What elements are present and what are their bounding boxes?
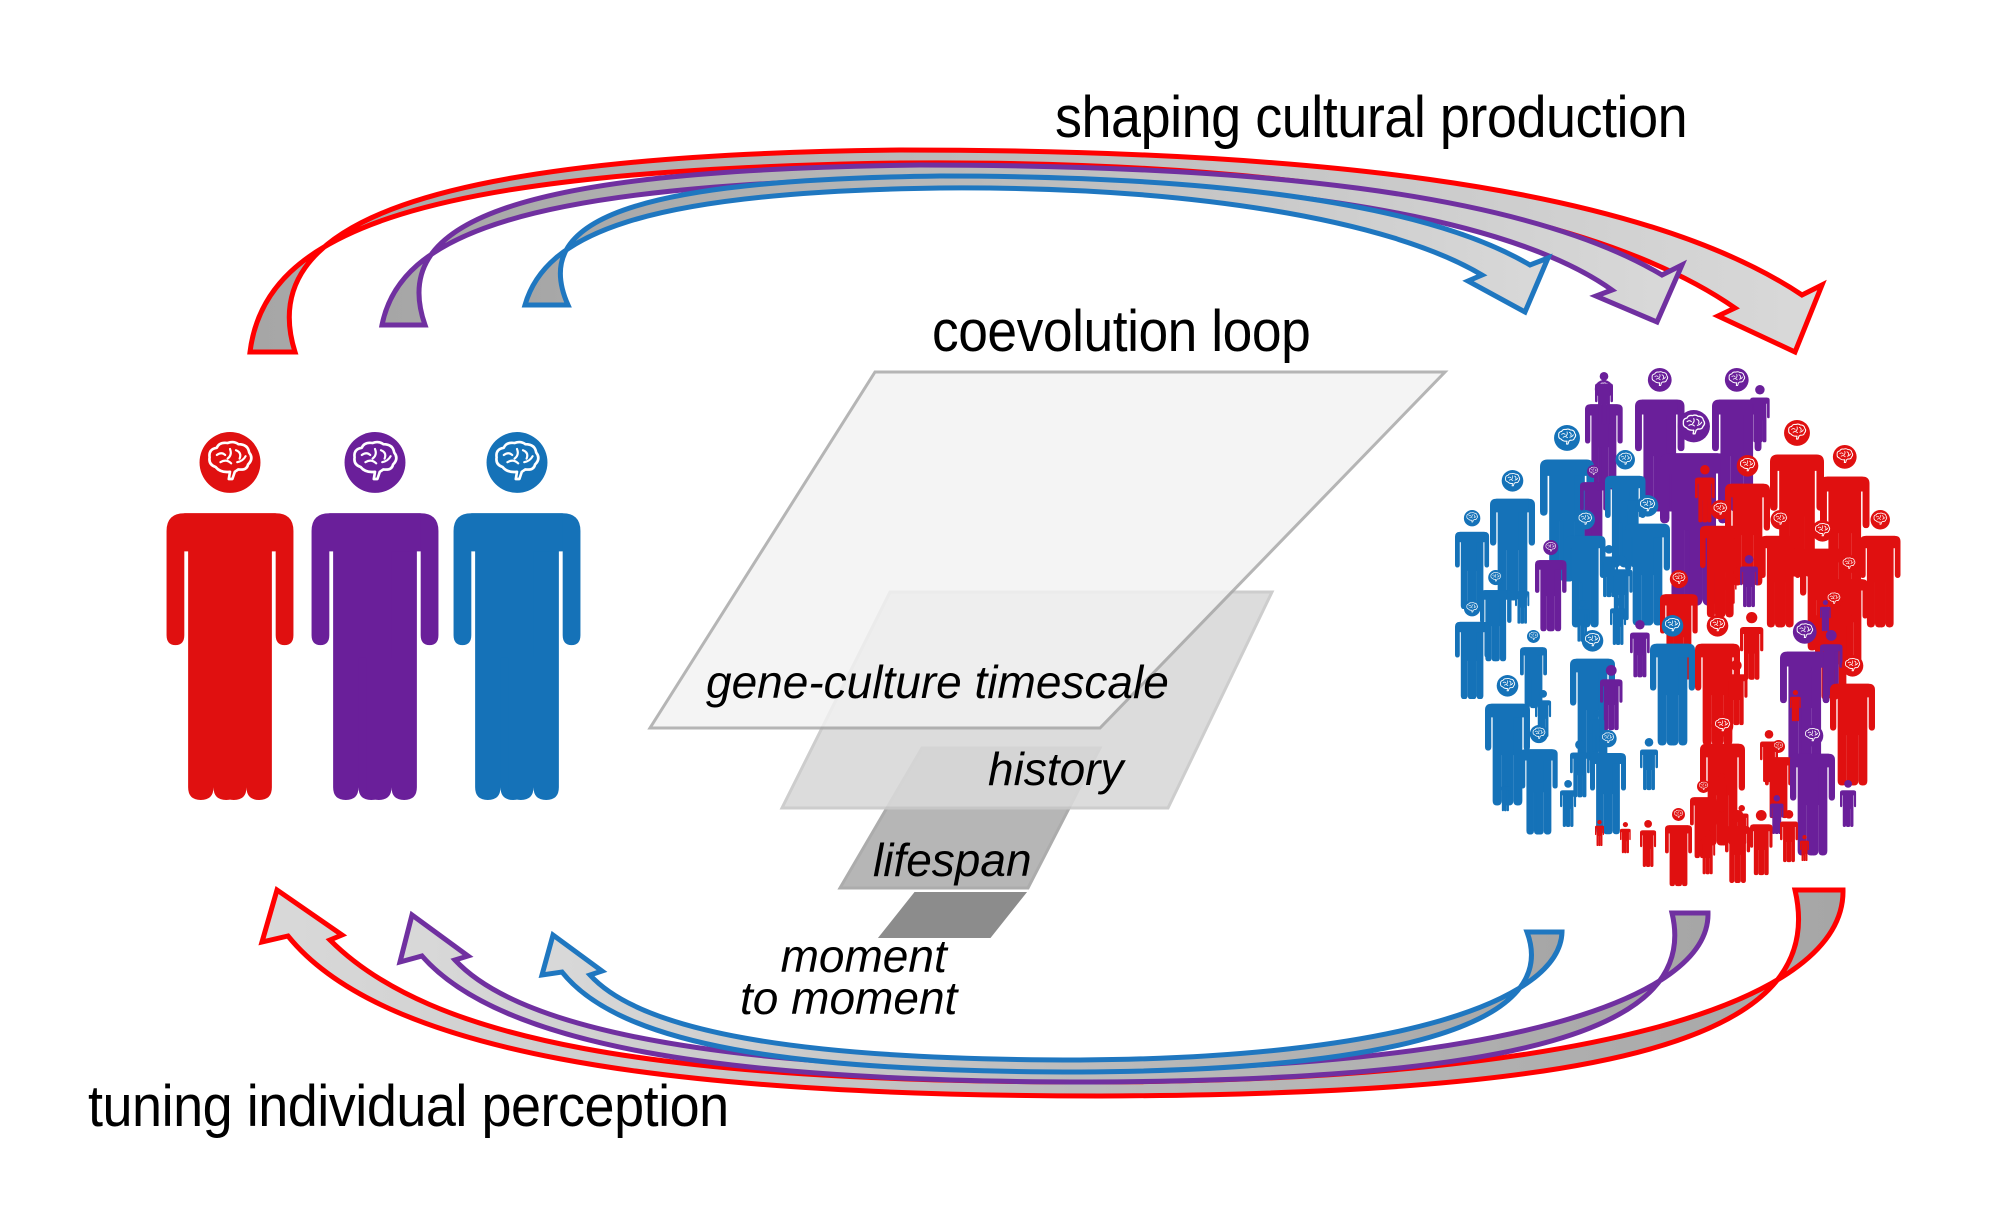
tuning-individual-perception-label: tuning individual perception xyxy=(88,1074,729,1139)
individual-red xyxy=(166,432,294,800)
top-arrow-red xyxy=(247,147,1827,356)
individuals-group xyxy=(166,432,581,800)
coevolution-loop-title: coevolution loop xyxy=(932,299,1311,364)
moment-line-2: to moment xyxy=(740,972,958,1024)
crowd-person xyxy=(1740,612,1764,680)
bottom-arrow-red xyxy=(258,885,1846,1099)
moment-line-1: moment xyxy=(780,930,947,982)
bottom-arrow-purple xyxy=(396,910,1711,1085)
timescale-gene-culture-plane xyxy=(647,370,1449,730)
crowd-person xyxy=(1840,780,1857,827)
individual-purple xyxy=(311,432,439,800)
crowd-person xyxy=(1630,620,1650,678)
timescale-moment-plane xyxy=(877,892,1028,938)
bottom-arrow-blue xyxy=(538,929,1565,1075)
shaping-cultural-production-label: shaping cultural production xyxy=(1055,85,1688,150)
timescale-stack xyxy=(647,370,1449,938)
crowd-person xyxy=(1780,810,1798,863)
gene-culture-timescale-label: gene-culture timescale xyxy=(706,656,1169,708)
individual-blue xyxy=(453,432,581,800)
crowd-person xyxy=(1665,808,1692,887)
top-arrow-blue xyxy=(521,173,1553,316)
crowd-person xyxy=(1750,810,1773,876)
lifespan-label: lifespan xyxy=(873,834,1032,886)
population-crowd xyxy=(1455,368,1901,887)
bottom-arrows xyxy=(258,885,1846,1099)
crowd-person xyxy=(1640,738,1658,791)
crowd-person xyxy=(1620,822,1631,854)
moment-to-moment-label: moment to moment xyxy=(740,930,958,1024)
crowd-person xyxy=(1640,820,1657,867)
top-arrows xyxy=(247,147,1827,356)
history-label: history xyxy=(988,743,1124,795)
